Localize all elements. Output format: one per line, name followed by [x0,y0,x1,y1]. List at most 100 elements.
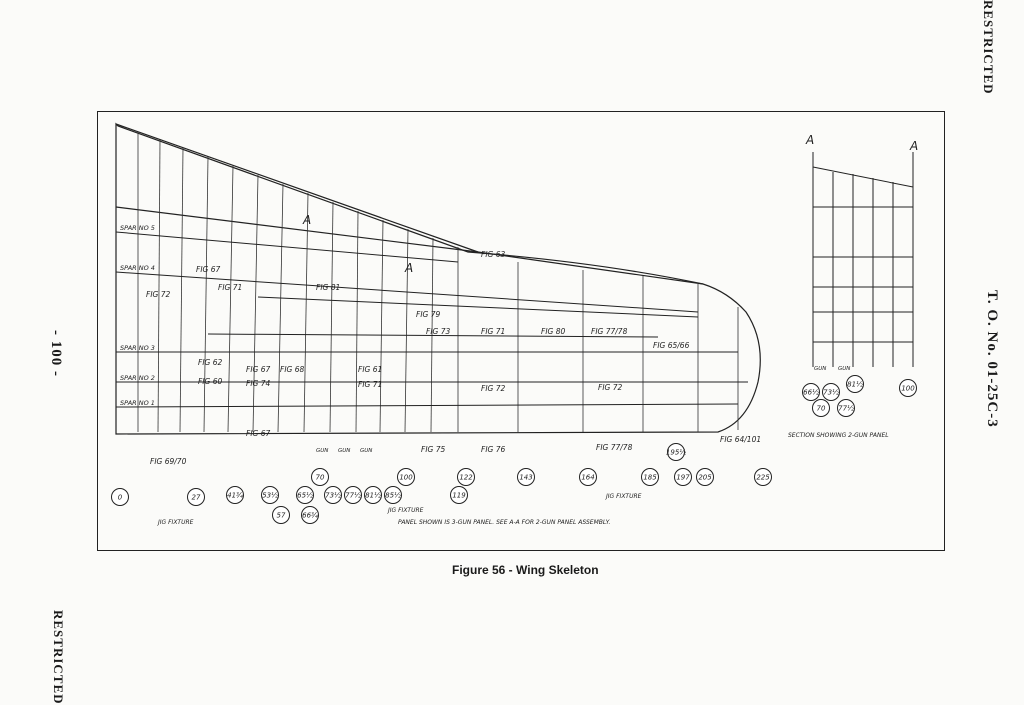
station-circle [754,468,772,486]
station-circle [364,486,382,504]
station-circle [450,486,468,504]
fig-label: FIG 68 [280,365,304,374]
station-label: 85½ [385,492,401,500]
fig-label: FIG 67 [246,365,270,374]
jig-fixture-label: JIG FIXTURE [157,519,194,526]
station-label: 197 [676,474,690,482]
station-circle [802,383,820,401]
fig-label: FIG 72 [481,384,505,393]
station-label: 70 [316,474,325,482]
station-circle [674,468,692,486]
fig-label: FIG 71 [358,380,382,389]
station-label: 53½ [262,492,278,500]
fig-labels: FIG 67 FIG 71 FIG 72 FIG 81 FIG 63 FIG 7… [146,250,761,466]
fig-label: FIG 79 [416,310,440,319]
station-circle [344,486,362,504]
station-circle [311,468,329,486]
station-label: 143 [519,474,532,482]
section-mark: A [805,133,814,147]
spar-label: SPAR NO 2 [120,374,155,382]
jig-fixture-label: JIG FIXTURE [387,507,424,514]
station-circle [187,488,205,506]
station-label: 100 [399,474,413,482]
fig-label: FIG 71 [218,283,242,292]
station-label: 41¾ [227,492,243,500]
station-circle [397,468,415,486]
fig-label: FIG 61 [358,365,382,374]
station-label: 81½ [365,492,381,500]
fig-label: FIG 80 [541,327,565,336]
station-label: 205 [698,474,712,482]
gun-labels: GUN GUN GUN GUN GUN [316,366,850,454]
document-number: T. O. No. 01-25C-3 [984,290,1000,428]
fig-label: FIG 67 [196,265,220,274]
station-label: 119 [452,492,466,500]
jig-fixture-label: JIG FIXTURE [605,493,642,500]
station-label: 66¾ [302,512,318,520]
station-label: 164 [581,474,594,482]
station-circle [384,486,402,504]
fig-label: FIG 62 [198,358,222,367]
station-circle [226,486,244,504]
station-label: 100 [901,385,915,393]
station-label: 57 [277,512,286,520]
station-circle [324,486,342,504]
fig-label: FIG 67 [246,429,270,438]
station-circle [579,468,597,486]
fig-label: FIG 81 [316,283,340,292]
spar-label: SPAR NO 1 [120,399,155,407]
station-label: 122 [459,474,473,482]
gun-label: GUN [838,366,850,372]
station-circle [846,375,864,393]
section-mark: A [909,139,918,153]
figure-caption: Figure 56 - Wing Skeleton [452,563,599,577]
section-caption: SECTION SHOWING 2-GUN PANEL [788,432,889,439]
header-restricted: RESTRICTED [981,0,996,95]
station-label: 70 [817,405,826,413]
station-circle [517,468,535,486]
fig-label: FIG 74 [246,379,270,388]
section-marks: A A A A [302,133,918,275]
spar-label: SPAR NO 4 [120,264,155,272]
station-circle [696,468,714,486]
fig-label: FIG 69/70 [150,457,187,466]
spar-label: SPAR NO 5 [120,224,155,232]
station-label: 185 [643,474,657,482]
station-circle [272,506,290,524]
wing-outline [115,122,761,435]
gun-label: GUN [360,448,372,454]
fig-label: FIG 71 [481,327,505,336]
station-circle [301,506,319,524]
fig-label: FIG 60 [198,377,222,386]
jig-fixture-labels: JIG FIXTURE JIG FIXTURE JIG FIXTURE PANE… [157,432,889,526]
station-label: 81½ [847,381,863,389]
station-circle [641,468,659,486]
station-circle [822,383,840,401]
station-label: 77½ [345,492,361,500]
wing-ribs [137,132,739,433]
spar-labels: SPAR NO 5 SPAR NO 4 SPAR NO 3 SPAR NO 2 … [120,224,155,407]
section-mark: A [404,261,413,275]
station-label: 73½ [823,389,839,397]
station-label: 65½ [297,492,313,500]
station-circle [812,399,830,417]
fig-label: FIG 73 [426,327,450,336]
section-mark: A [302,213,311,227]
station-circle [667,443,685,461]
station-label: 195½ [666,449,686,457]
station-label: 0 [118,494,123,502]
station-label: 66½ [803,389,819,397]
section-a-a-inset [812,152,914,367]
fig-label: FIG 76 [481,445,505,454]
station-circle [111,488,129,506]
page-number: - 100 - [48,330,64,377]
station-circle [261,486,279,504]
fig-label: FIG 72 [146,290,170,299]
spar-label: SPAR NO 3 [120,344,155,352]
station-circle [457,468,475,486]
fig-label: FIG 77/78 [591,327,628,336]
gun-label: GUN [814,366,826,372]
wing-spars [115,231,748,408]
